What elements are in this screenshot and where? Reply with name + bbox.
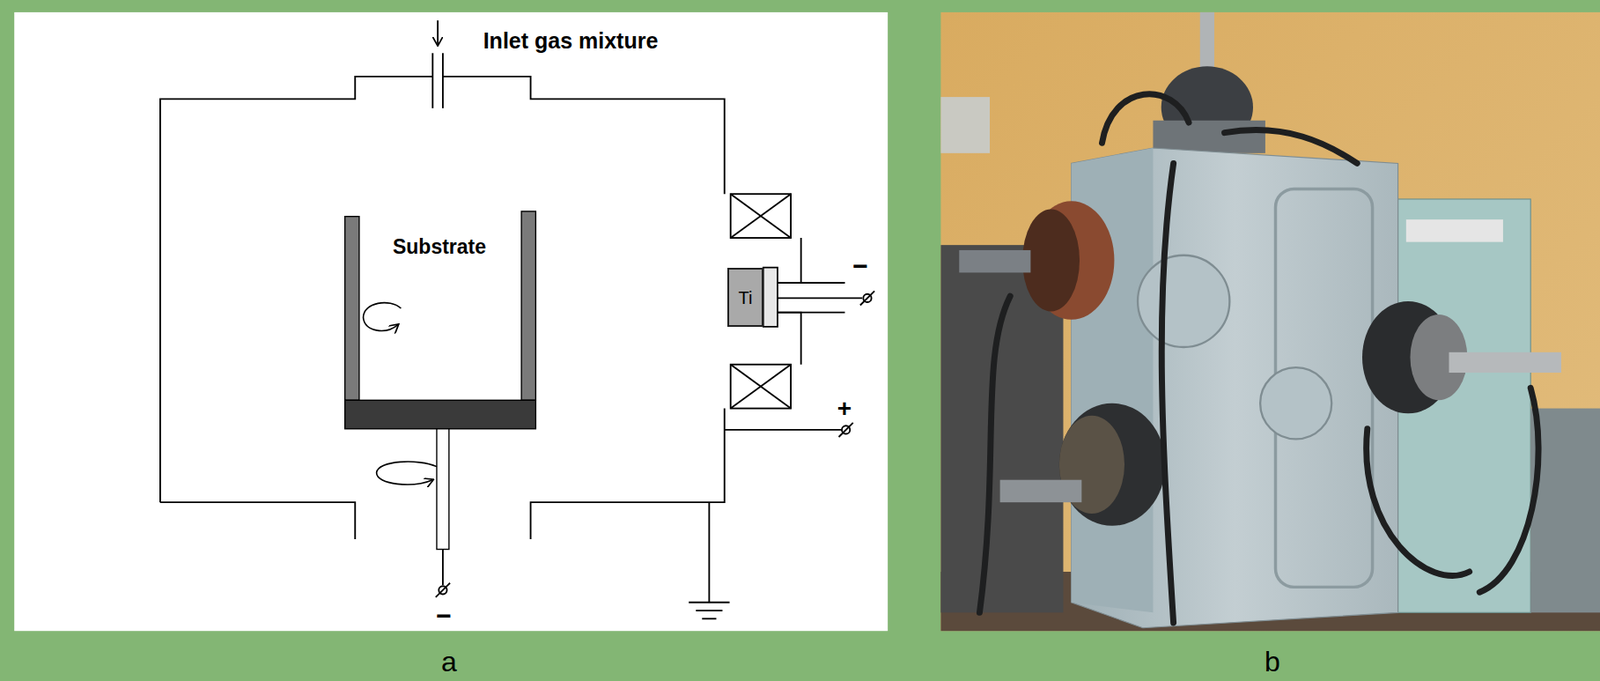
- schematic-panel: [14, 12, 888, 631]
- cathode-box: Ti: [727, 267, 764, 327]
- polarity-sign: +: [837, 394, 852, 423]
- polarity-sign: −: [852, 250, 869, 281]
- node-text: Ti: [738, 287, 753, 308]
- panel-letter: a: [441, 645, 458, 679]
- substrate-label: Substrate: [392, 235, 487, 259]
- polarity-sign: −: [435, 600, 452, 631]
- installation-photo: [940, 12, 1600, 631]
- panel-letter: b: [1264, 645, 1281, 679]
- inlet-label: Inlet gas mixture: [483, 28, 659, 54]
